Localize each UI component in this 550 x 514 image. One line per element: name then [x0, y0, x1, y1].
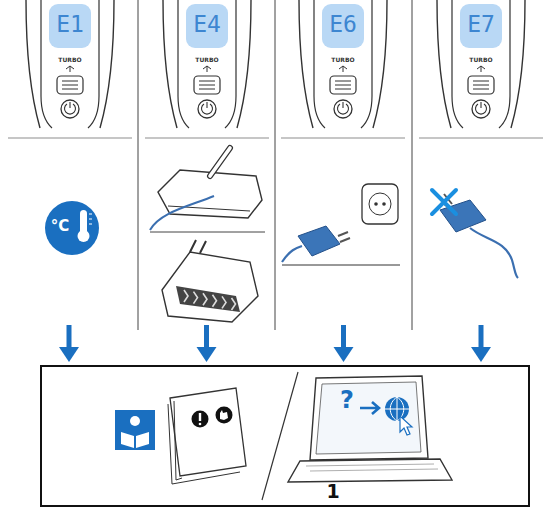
help-box: ?1 [40, 365, 530, 507]
callout-number: 1 [326, 481, 339, 502]
button-label: TURBO [195, 57, 218, 64]
temperature-symbol: °C [51, 218, 70, 235]
brush-bristle [203, 293, 207, 305]
error-code: E6 [329, 12, 357, 37]
button-label: TURBO [469, 57, 492, 64]
flow-arrow [334, 325, 354, 362]
error-column: E4TURBO [138, 0, 275, 322]
brush-bristle [213, 295, 217, 307]
button-label: TURBO [331, 57, 354, 64]
arrow-head [197, 347, 217, 362]
flow-arrow [471, 325, 491, 362]
arrow-shaft [341, 325, 346, 348]
brush-bristle [184, 290, 188, 302]
error-column: E6TURBO [275, 0, 412, 322]
arrow-shaft [479, 325, 484, 348]
button-label: TURBO [58, 57, 81, 64]
flow-arrow [59, 325, 79, 362]
error-column: E7TURBO [412, 0, 550, 322]
error-code: E4 [193, 12, 221, 37]
arrow-shaft [67, 325, 72, 348]
arrow-shaft [204, 325, 209, 348]
brush-bristle [194, 292, 198, 304]
arrow-head [59, 347, 79, 362]
error-code: E7 [467, 12, 495, 37]
arrow-head [471, 347, 491, 362]
flow-arrow [197, 325, 217, 362]
brush-bristle [232, 298, 236, 310]
arrow-head [334, 347, 354, 362]
brush-bristle [222, 296, 226, 308]
error-code: E1 [56, 12, 84, 37]
help-symbol: ? [340, 387, 354, 413]
error-column: E1TURBO °C [0, 0, 138, 322]
